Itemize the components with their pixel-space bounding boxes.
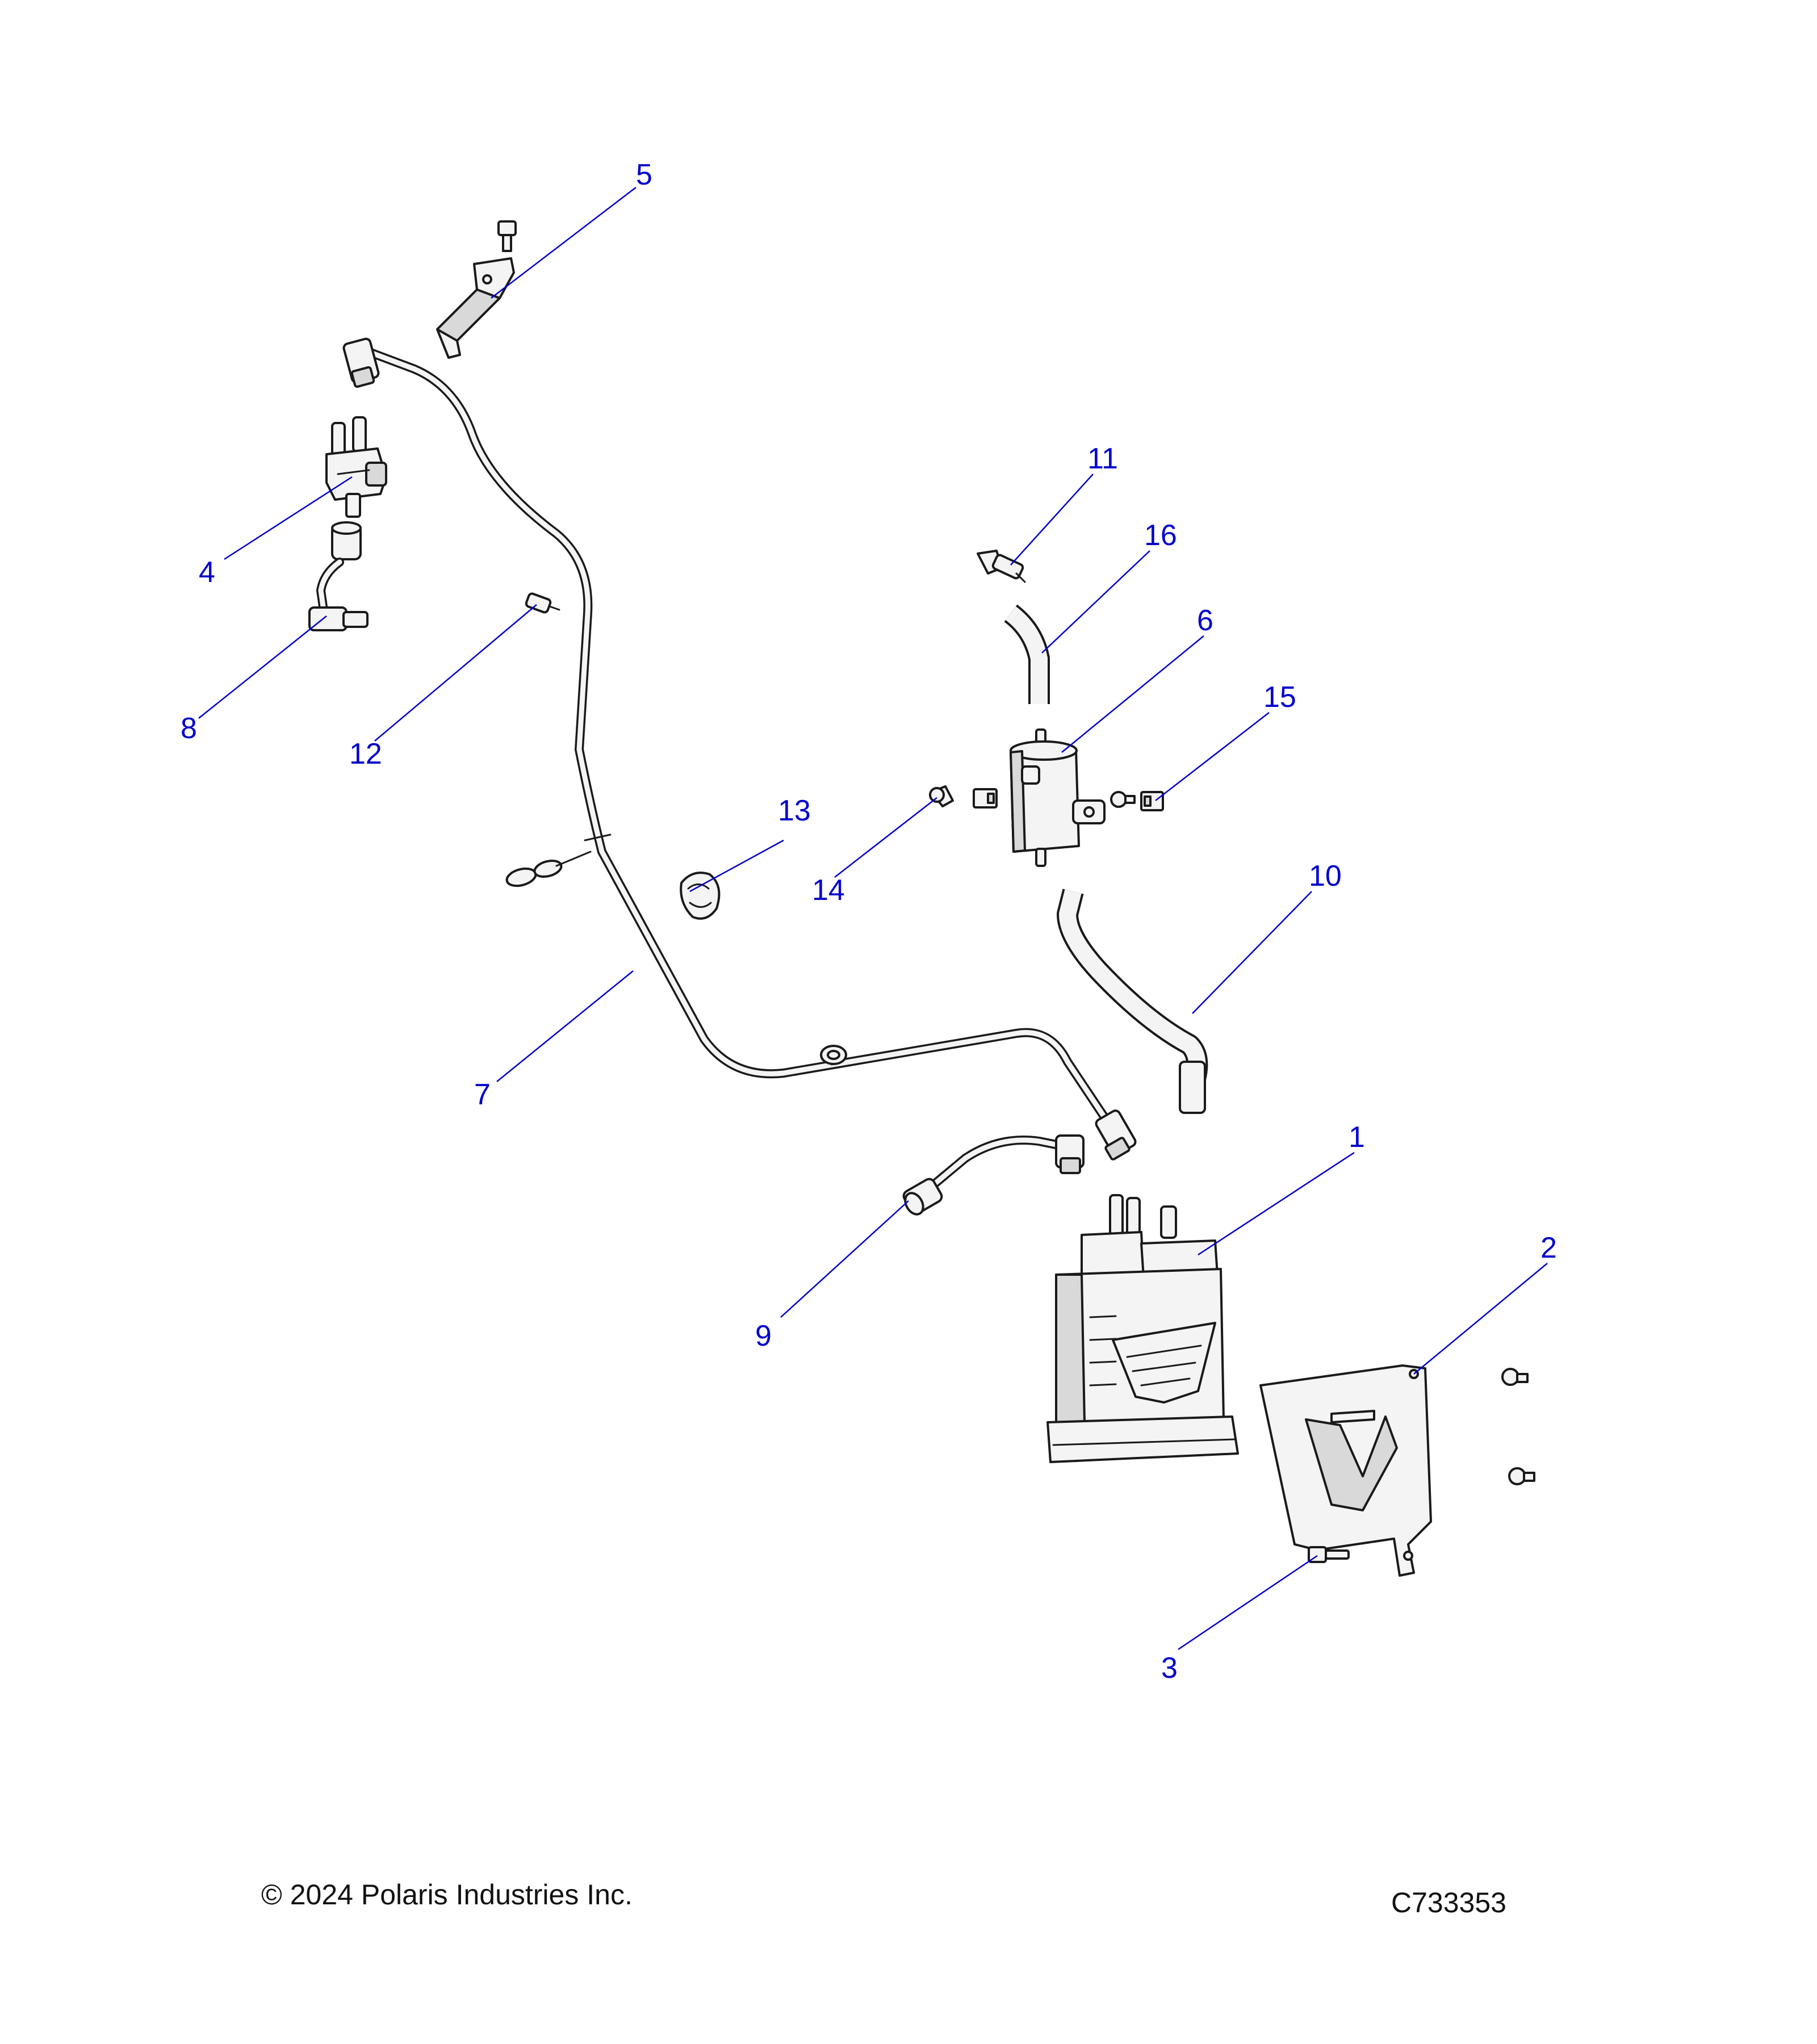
- charcoal-canister-part-1: [1046, 1194, 1239, 1463]
- tube-clip-left: [505, 851, 592, 887]
- callout-9: 9: [755, 1320, 772, 1352]
- hose-part-16: [1004, 604, 1050, 704]
- drawing-number: C733353: [1391, 1887, 1506, 1919]
- purge-canister-part-6: [1010, 728, 1106, 867]
- elbow-fitting-part-11: [977, 550, 1026, 583]
- bolt-upper-right: [1501, 1368, 1529, 1386]
- bracket-part-5: [436, 257, 515, 359]
- callout-1: 1: [1349, 1121, 1365, 1154]
- copyright-notice: © 2024 Polaris Industries Inc.: [261, 1879, 633, 1911]
- callout-13: 13: [778, 794, 811, 827]
- stud-part-15-left: [1110, 791, 1136, 808]
- callout-5: 5: [636, 158, 652, 191]
- tube-clip-lower: [820, 1045, 847, 1065]
- callout-6: 6: [1197, 604, 1213, 637]
- callout-12: 12: [349, 738, 382, 770]
- callout-11: 11: [1087, 442, 1118, 475]
- clip-part-15: [1140, 791, 1164, 811]
- callout-8: 8: [181, 712, 197, 745]
- callout-7: 7: [474, 1078, 491, 1111]
- callout-labels: 1 2 3 4 5 6 7 8 9 10 11 12 13 14 15 16: [181, 158, 1557, 1685]
- hose-part-10: [1057, 889, 1208, 1114]
- bolt-part-3: [1308, 1546, 1350, 1563]
- leader-lines: [198, 187, 1548, 1651]
- valve-connector-part-4: [325, 416, 387, 518]
- bolt-lower-right: [1508, 1467, 1535, 1485]
- callout-16: 16: [1144, 519, 1177, 552]
- tube-clip-part-13: [680, 872, 721, 920]
- callout-2: 2: [1540, 1232, 1557, 1264]
- callout-4: 4: [199, 556, 215, 589]
- bolt-for-bracket: [497, 220, 517, 252]
- stud-part-14: [929, 785, 954, 807]
- elbow-connector-part-8: [308, 521, 369, 631]
- callout-3: 3: [1161, 1652, 1178, 1685]
- hose-assembly-part-9: [902, 1134, 1085, 1216]
- clip-near-14: [973, 788, 998, 809]
- callout-10: 10: [1309, 860, 1342, 893]
- vapor-line-part-7: [342, 337, 1137, 1161]
- callout-15: 15: [1263, 681, 1296, 714]
- mounting-bracket-part-2: [1259, 1364, 1432, 1577]
- callout-14: 14: [812, 874, 845, 907]
